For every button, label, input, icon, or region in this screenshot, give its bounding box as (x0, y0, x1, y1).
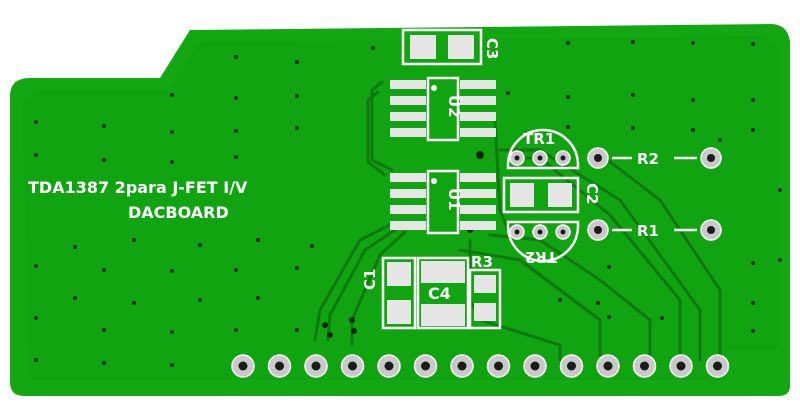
header-pin-hole (713, 361, 722, 371)
header-pin-hole (275, 361, 284, 371)
c3-capacitor: C3 (401, 28, 501, 66)
r3-resistor: R3 (468, 253, 502, 330)
c1-capacitor: C1 (361, 256, 417, 330)
tr2-label: TR2 (525, 248, 557, 266)
c1-label: C1 (361, 269, 379, 290)
header-pin-hole (567, 361, 576, 371)
header-pin-hole (676, 361, 686, 371)
header-pin-hole (348, 361, 357, 371)
tr1-transistor: TR1 (506, 128, 580, 170)
u2-label: U2 (445, 95, 463, 118)
c2-label: C2 (583, 183, 601, 204)
r1-resistor: R1 (587, 219, 722, 241)
header-pin-hole (640, 361, 649, 371)
r1-label: R1 (637, 222, 659, 240)
u1-label: U1 (445, 188, 463, 211)
header-pin-hole (457, 361, 467, 371)
header-pin-hole (421, 361, 430, 371)
c2-capacitor: C2 (502, 176, 601, 214)
tr1-label: TR1 (523, 130, 555, 148)
r2-label: R2 (637, 150, 659, 168)
header-pin-hole (238, 361, 248, 371)
header-pin-hole (311, 361, 321, 371)
c4-capacitor: C4 (416, 256, 470, 330)
header-pin-hole (494, 361, 503, 371)
u1-ic: U1 (390, 169, 496, 235)
u2-ic: U2 (390, 76, 496, 142)
tr2-transistor: TR2 (506, 220, 580, 266)
header-pin-hole (603, 361, 613, 371)
board-title-line2: DACBOARD (128, 203, 229, 222)
header-pin-hole (530, 361, 540, 371)
board-title-line1: TDA1387 2para J-FET I/V (28, 178, 248, 197)
c4-label: C4 (428, 284, 451, 303)
r2-resistor: R2 (587, 147, 722, 169)
c3-label: C3 (483, 38, 501, 59)
header-pin-row (231, 354, 730, 378)
header-pin-hole (384, 361, 394, 371)
stitching-dots (34, 40, 782, 367)
r3-label: R3 (471, 253, 493, 271)
